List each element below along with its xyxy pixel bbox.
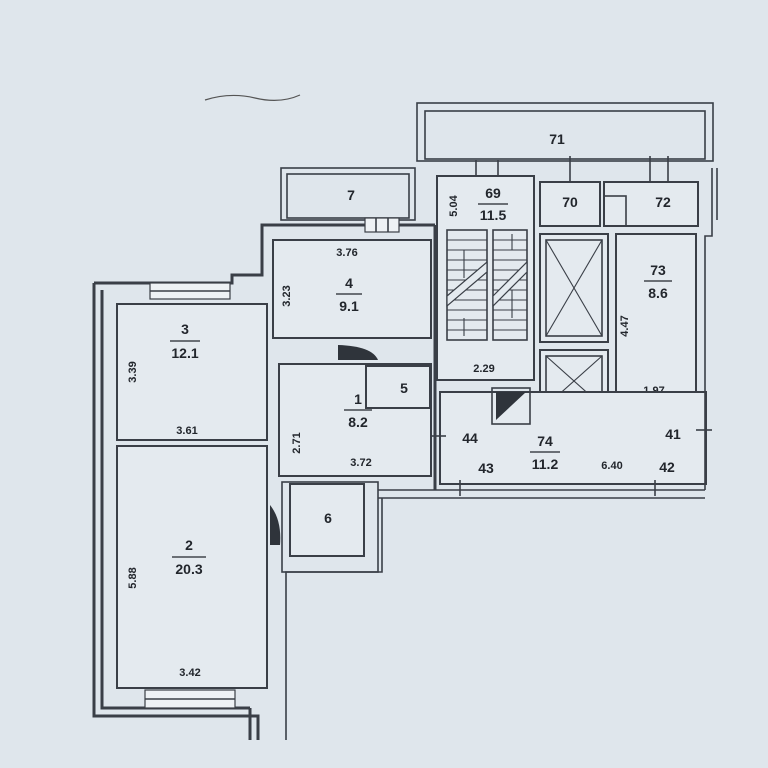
room-3-area: 12.1 (171, 345, 198, 361)
elevator-large (539, 233, 609, 343)
room-3: 3 12.1 3.39 3.61 (116, 303, 268, 441)
room-6-number: 6 (324, 510, 332, 526)
room-73-area: 8.6 (648, 285, 668, 301)
room-7-number: 7 (347, 187, 355, 203)
door-swing-6 (270, 505, 281, 545)
room-6: 6 (281, 481, 379, 573)
room-5-number: 5 (400, 380, 408, 396)
room-69: 69 11.5 5.04 2.29 (436, 175, 535, 381)
room-3-number: 3 (181, 321, 189, 337)
room-71-number: 71 (549, 131, 565, 147)
dim-3-61: 3.61 (176, 425, 197, 437)
dim-3-39: 3.39 (127, 361, 139, 382)
room-4-number: 4 (345, 275, 353, 291)
room-4: 3.76 4 9.1 3.23 (272, 239, 432, 339)
room-1-area: 8.2 (348, 414, 368, 430)
room-72: 72 (603, 181, 699, 227)
room-69-number: 69 (485, 185, 501, 201)
door-swing (338, 345, 378, 360)
room-2-area: 20.3 (175, 561, 202, 577)
room-73-number: 73 (650, 262, 666, 278)
dim-3-72: 3.72 (350, 457, 371, 469)
pen-scribble (204, 94, 301, 101)
stair-treads (446, 234, 528, 336)
dim-4-47: 4.47 (619, 315, 631, 336)
room-73: 73 8.6 4.47 1.97 (615, 233, 697, 403)
room-1-number: 1 (354, 391, 362, 407)
balcony-7: 7 (280, 167, 416, 221)
room-74-area: 11.2 (532, 456, 559, 472)
balcony-71: 71 (416, 102, 714, 162)
room-1: 1 8.2 2.71 3.72 (278, 363, 432, 477)
dim-5-04: 5.04 (448, 194, 460, 216)
room-5: 5 (365, 365, 431, 409)
room-70-number: 70 (562, 194, 578, 210)
dim-6-40: 6.40 (601, 460, 622, 472)
room-72-number: 72 (655, 194, 671, 210)
window-room-4 (364, 217, 400, 233)
room-74: 44 74 11.2 6.40 41 42 43 (439, 387, 707, 485)
dim-3-23: 3.23 (281, 285, 293, 306)
door-marks (430, 156, 712, 496)
dim-2-29: 2.29 (473, 363, 494, 375)
dim-3-42: 3.42 (179, 667, 200, 679)
room-69-area: 11.5 (480, 207, 507, 223)
dim-5-88: 5.88 (127, 567, 139, 588)
room-74-number: 74 (537, 433, 553, 449)
room-4-area: 9.1 (339, 298, 359, 314)
dim-2-71: 2.71 (291, 432, 303, 453)
room-70: 70 (539, 181, 601, 227)
room-2: 2 20.3 5.88 3.42 (116, 445, 268, 689)
room-44-number: 44 (462, 430, 478, 446)
room-2-number: 2 (185, 537, 193, 553)
room-41-number: 41 (665, 426, 681, 442)
room-42-number: 42 (659, 459, 675, 475)
dim-3-76: 3.76 (336, 247, 357, 259)
room-43-number: 43 (478, 460, 494, 476)
